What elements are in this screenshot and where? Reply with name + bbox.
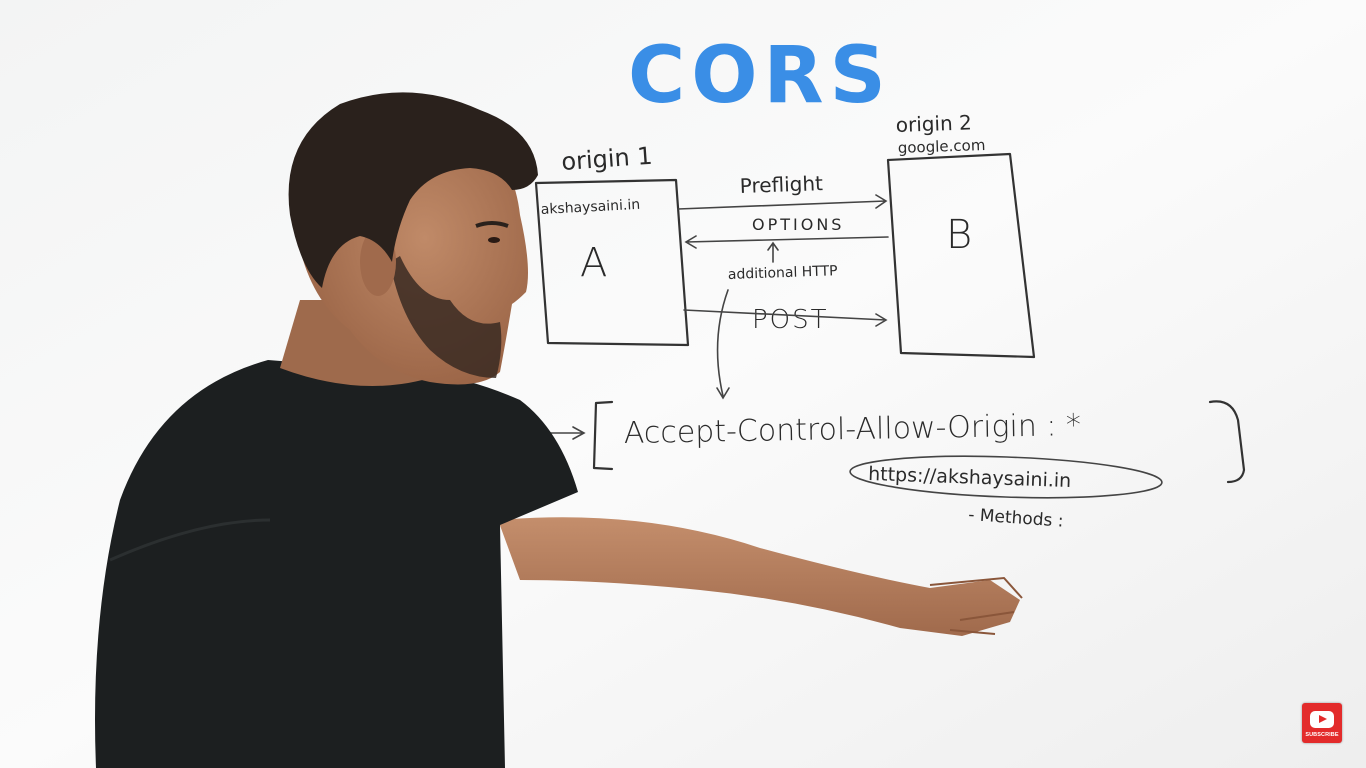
beard [390, 256, 502, 378]
subscribe-button[interactable]: SUBSCRIBE [1302, 703, 1342, 743]
additional-label: additional HTTP [728, 263, 838, 283]
hair [288, 92, 538, 289]
origin1-box [534, 178, 690, 347]
youtube-play-icon [1310, 710, 1334, 728]
origin2-box [886, 152, 1036, 359]
eyebrow [475, 221, 509, 228]
options-label: OPTIONS [752, 215, 844, 234]
options-pointer [767, 241, 779, 263]
presenter [95, 92, 1023, 768]
origin2-label: origin 2 [895, 110, 972, 137]
preflight-label: Preflight [739, 171, 823, 198]
value-circle [849, 455, 1163, 499]
subscribe-label: SUBSCRIBE [1305, 731, 1339, 738]
t-shirt [95, 360, 578, 768]
right-bracket [1208, 400, 1246, 484]
options-arrow [684, 235, 889, 249]
preflight-arrow [677, 194, 888, 210]
origin1-letter: A [580, 240, 607, 286]
board-title: CORS [628, 31, 892, 121]
post-label: POST [752, 305, 829, 335]
hand-fingers [929, 576, 1023, 635]
origin2-domain: google.com [898, 136, 986, 157]
origin1-label: origin 1 [560, 142, 653, 176]
shirt-seam [109, 518, 271, 562]
origin2-letter: B [946, 212, 972, 258]
extended-arm [498, 517, 1020, 636]
curved-pointer [716, 289, 730, 400]
header-name: Accept-Control-Allow-Origin : * [624, 408, 1082, 451]
origin1-domain: akshaysaini.in [540, 197, 640, 218]
post-arrow [683, 309, 888, 327]
left-bracket [592, 400, 614, 471]
eye [488, 237, 500, 243]
